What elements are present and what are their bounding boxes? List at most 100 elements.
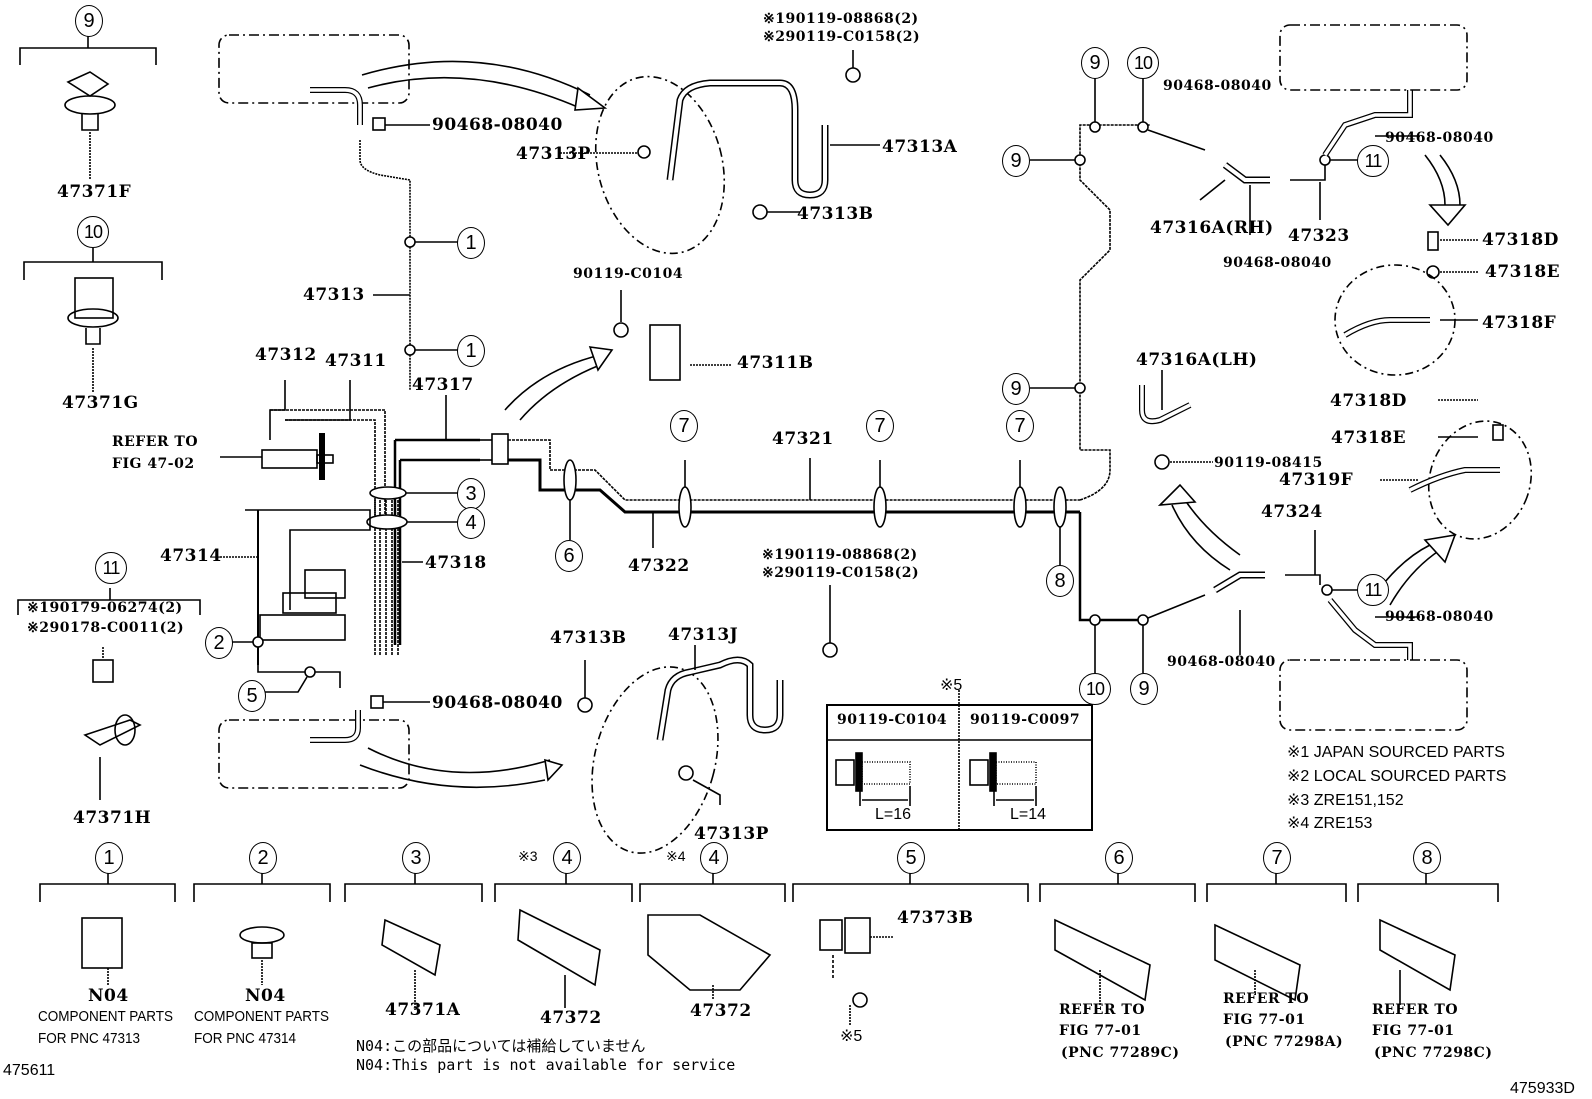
part-label-47311B[interactable]: 47311B [737, 353, 814, 373]
bolt-table-header-c0104[interactable]: 90119-C0104 [837, 712, 948, 728]
note-nut-local-top[interactable]: ※290119-C0158(2) [763, 29, 921, 45]
fig-77-01-link[interactable]: FIG 77-01 [1223, 1012, 1306, 1028]
note-clamp11-japan[interactable]: ※190179-06274(2) [27, 600, 183, 616]
callout-11: 11 [1357, 145, 1389, 177]
part-label-47371A[interactable]: 47371A [385, 1000, 461, 1020]
callout-11: 11 [1357, 574, 1389, 606]
part-label-47318E[interactable]: 47318E [1331, 428, 1407, 448]
note-ref-5-bottom: ※5 [840, 1028, 863, 1045]
legend-item-3: ※3 ZRE151,152 [1287, 792, 1404, 809]
callout-4: 4 [457, 507, 485, 539]
callout-9: 9 [1081, 47, 1109, 79]
bolt-length-14: L=14 [1010, 806, 1047, 823]
callout-1: 1 [457, 335, 485, 367]
part-label-47311[interactable]: 47311 [325, 351, 387, 371]
callout-3: 3 [402, 842, 430, 874]
callout-3: 3 [457, 478, 485, 510]
callout-10: 10 [77, 216, 109, 248]
part-label-90119-C0104[interactable]: 90119-C0104 [573, 266, 684, 282]
part-label-90119-08415[interactable]: 90119-08415 [1214, 455, 1323, 471]
part-label-47318D[interactable]: 47318D [1330, 391, 1407, 411]
component-parts-text: COMPONENT PARTS [38, 1008, 174, 1025]
callout-2: 2 [249, 842, 277, 874]
refer-to-text: REFER TO [1059, 1002, 1146, 1018]
pnc-77298C-text: (PNC 77298C) [1374, 1045, 1493, 1061]
part-label-N04[interactable]: N04 [245, 986, 286, 1006]
part-label-47372[interactable]: 47372 [690, 1001, 752, 1021]
callout-2: 2 [205, 627, 233, 659]
fig-77-01-link[interactable]: FIG 77-01 [1372, 1023, 1455, 1039]
part-label-90468-08040[interactable]: 90468-08040 [432, 115, 563, 135]
note-nut-local-bottom[interactable]: ※290119-C0158(2) [762, 565, 920, 581]
pnc-77289C-text: (PNC 77289C) [1061, 1045, 1180, 1061]
fig-47-02-link[interactable]: FIG 47-02 [112, 456, 195, 472]
part-label-47313P[interactable]: 47313P [694, 824, 769, 844]
hidden-area-top-right [1279, 24, 1468, 91]
clip-47371G-illustration [23, 248, 163, 392]
callout-4: 4 [700, 842, 728, 874]
part-label-47313J[interactable]: 47313J [668, 625, 739, 645]
part-label-47324[interactable]: 47324 [1261, 502, 1323, 522]
note-ref-4: ※4 [666, 848, 686, 864]
part-label-47372[interactable]: 47372 [540, 1008, 602, 1028]
callout-9: 9 [1002, 145, 1030, 177]
part-label-90468-08040[interactable]: 90468-08040 [1167, 654, 1276, 670]
part-label-47318E[interactable]: 47318E [1485, 262, 1561, 282]
part-label-47313P[interactable]: 47313P [516, 144, 591, 164]
part-label-47321[interactable]: 47321 [772, 429, 834, 449]
part-label-47318D[interactable]: 47318D [1482, 230, 1559, 250]
part-label-47373B[interactable]: 47373B [897, 908, 974, 928]
part-label-47371H[interactable]: 47371H [73, 808, 152, 828]
part-label-47318[interactable]: 47318 [425, 553, 487, 573]
callout-6: 6 [1105, 842, 1133, 874]
clip-47371F-illustration [19, 34, 157, 180]
fig-77-01-link[interactable]: FIG 77-01 [1059, 1023, 1142, 1039]
part-label-47314[interactable]: 47314 [160, 546, 222, 566]
callout-8: 8 [1046, 565, 1074, 597]
component-parts-text: COMPONENT PARTS [194, 1008, 330, 1025]
part-label-90468-08040[interactable]: 90468-08040 [1223, 255, 1332, 271]
callout-1: 1 [95, 842, 123, 874]
part-label-47313[interactable]: 47313 [303, 285, 365, 305]
bottom-clip-brackets [39, 870, 1499, 902]
callout-5: 5 [897, 842, 925, 874]
part-label-47317[interactable]: 47317 [412, 375, 474, 395]
abs-actuator [220, 509, 371, 665]
part-label-47319F[interactable]: 47319F [1279, 470, 1354, 490]
note-ref-5: ※5 [940, 677, 963, 694]
part-label-47313B[interactable]: 47313B [550, 628, 627, 648]
part-label-47371F[interactable]: 47371F [57, 182, 132, 202]
refer-to-text: REFER TO [112, 434, 199, 450]
note-ref-3: ※3 [518, 848, 538, 864]
note-n04-japanese: N04:この部品については補給していません [356, 1037, 646, 1055]
part-label-90468-08040[interactable]: 90468-08040 [1385, 609, 1494, 625]
part-label-47313A[interactable]: 47313A [882, 137, 958, 157]
bolt-table-header-c0097[interactable]: 90119-C0097 [970, 712, 1081, 728]
callout-6: 6 [555, 540, 583, 572]
part-label-47316A-LH[interactable]: 47316A(LH) [1136, 350, 1258, 370]
part-label-47371G[interactable]: 47371G [62, 393, 139, 413]
part-label-47318F[interactable]: 47318F [1482, 313, 1557, 333]
part-label-47316A-RH[interactable]: 47316A(RH) [1150, 218, 1274, 238]
part-label-47322[interactable]: 47322 [628, 556, 690, 576]
part-label-90468-08040[interactable]: 90468-08040 [1163, 78, 1272, 94]
part-label-47313B[interactable]: 47313B [797, 204, 874, 224]
note-clamp11-local[interactable]: ※290178-C0011(2) [27, 620, 185, 636]
callout-4: 4 [553, 842, 581, 874]
part-label-47323[interactable]: 47323 [1288, 226, 1350, 246]
callout-8: 8 [1413, 842, 1441, 874]
hidden-area-bottom-right [1279, 659, 1468, 731]
callout-9: 9 [75, 5, 103, 37]
note-nut-japan-bottom[interactable]: ※190119-08868(2) [762, 547, 918, 563]
part-label-47312[interactable]: 47312 [255, 345, 317, 365]
part-label-90468-08040[interactable]: 90468-08040 [1385, 130, 1494, 146]
master-cylinder [220, 380, 386, 520]
hidden-area-bottom-left [218, 719, 410, 789]
part-label-90468-08040[interactable]: 90468-08040 [432, 693, 563, 713]
note-nut-japan-top[interactable]: ※190119-08868(2) [763, 11, 919, 27]
figure-id-left: 475611 [3, 1062, 56, 1079]
part-label-N04[interactable]: N04 [88, 986, 129, 1006]
refer-to-text: REFER TO [1372, 1002, 1459, 1018]
callout-7: 7 [670, 410, 698, 442]
